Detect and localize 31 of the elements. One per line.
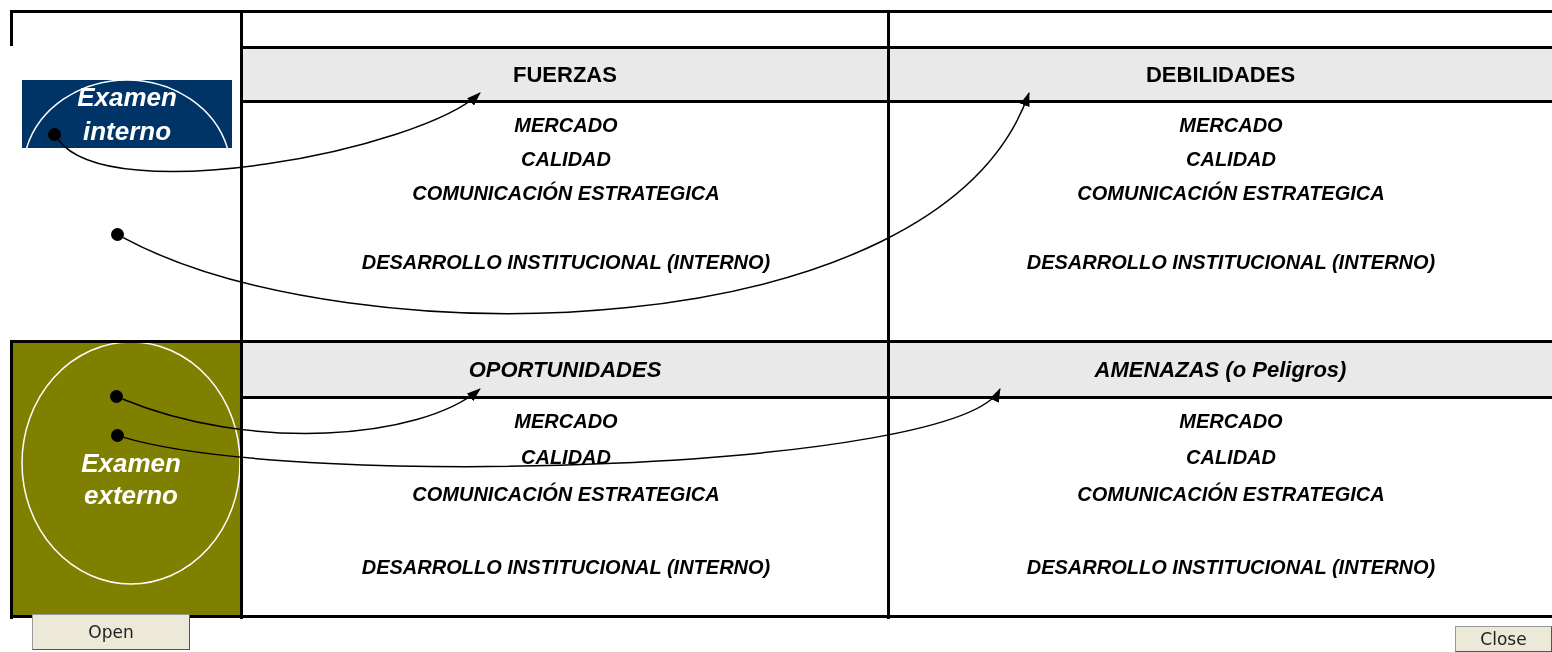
cell-text: COMUNICACIÓN ESTRATEGICA <box>412 483 720 505</box>
cell-text: DESARROLLO INSTITUCIONAL (INTERNO) <box>1026 556 1436 578</box>
title-badge <box>22 80 232 148</box>
cell-text: CALIDAD <box>1186 446 1276 468</box>
cell-text: DESARROLLO INSTITUCIONAL (INTERNO) <box>361 251 771 273</box>
cell-text: CALIDAD <box>521 446 611 468</box>
cell-text: MERCADO <box>514 410 618 432</box>
title-text: AMENAZAS (o Peligros) <box>1094 357 1347 382</box>
action-button: Open <box>32 614 190 650</box>
dot <box>48 128 61 141</box>
cell-text: MERCADO <box>1179 410 1283 432</box>
title-text: Examen externo <box>81 448 181 510</box>
action-button: Close <box>1455 626 1552 652</box>
cell-text: MERCADO <box>514 114 618 136</box>
cell-text: CALIDAD <box>521 148 611 170</box>
cell-text: COMUNICACIÓN ESTRATEGICA <box>412 182 720 204</box>
cell-text: DESARROLLO INSTITUCIONAL (INTERNO) <box>1026 251 1436 273</box>
cell-text: DESARROLLO INSTITUCIONAL (INTERNO) <box>361 556 771 578</box>
cell-text: CALIDAD <box>1186 148 1276 170</box>
cell-text: COMUNICACIÓN ESTRATEGICA <box>1077 483 1385 505</box>
cell-text: COMUNICACIÓN ESTRATEGICA <box>1077 182 1385 204</box>
title-text: FUERZAS <box>513 62 617 87</box>
arrow <box>57 92 481 173</box>
arrow <box>122 92 1030 315</box>
dot <box>111 228 124 241</box>
arrow <box>122 388 1001 467</box>
cell-text: MERCADO <box>1179 114 1283 136</box>
title-text: Examen interno <box>77 82 177 146</box>
title-text: DEBILIDADES <box>1145 62 1296 87</box>
title-text: OPORTUNIDADES <box>468 357 662 382</box>
arrow <box>121 388 481 435</box>
